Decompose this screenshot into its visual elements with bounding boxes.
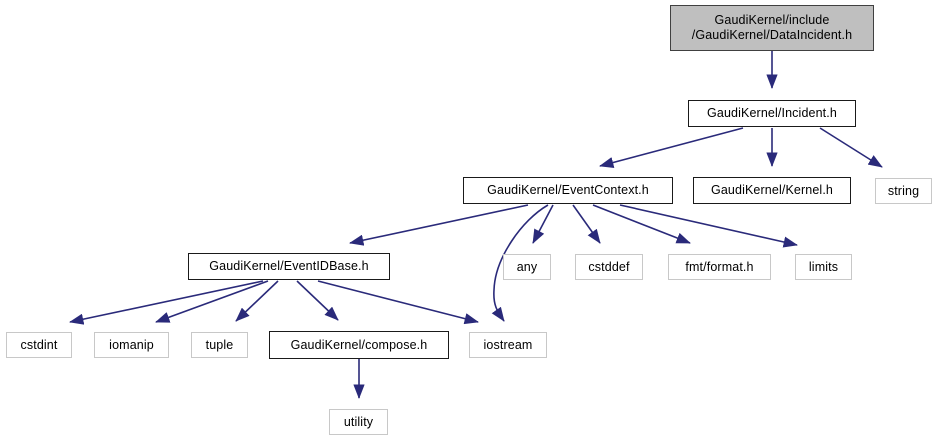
node-label-limits: limits <box>808 259 839 274</box>
node-label-tuple: tuple <box>205 337 234 352</box>
edge-eventcontext-to-limits <box>619 204 798 248</box>
edge-eventcontext-to-any <box>532 204 554 244</box>
edge-eventidbase-to-compose <box>296 280 339 321</box>
node-label-iostream: iostream <box>483 337 533 352</box>
node-label-string: string <box>887 183 920 198</box>
node-iomanip[interactable]: iomanip <box>94 332 169 358</box>
node-limits[interactable]: limits <box>795 254 852 280</box>
node-label-iomanip: iomanip <box>109 337 154 352</box>
edge-incident-to-eventcontext <box>599 127 744 168</box>
node-string[interactable]: string <box>875 178 932 204</box>
node-eventidbase[interactable]: GaudiKernel/EventIDBase.h <box>188 253 390 280</box>
node-fmtformat[interactable]: fmt/format.h <box>668 254 771 280</box>
node-iostream[interactable]: iostream <box>469 332 547 358</box>
edge-eventcontext-to-eventidbase <box>349 204 529 246</box>
node-utility[interactable]: utility <box>329 409 388 435</box>
edge-incident-to-string <box>819 127 883 168</box>
node-label-eventcontext: GaudiKernel/EventContext.h <box>487 183 649 197</box>
node-label-incident: GaudiKernel/Incident.h <box>707 106 837 120</box>
node-label-dataincident: GaudiKernel/include /GaudiKernel/DataInc… <box>691 13 853 42</box>
node-tuple[interactable]: tuple <box>191 332 248 358</box>
edge-eventcontext-to-cstddef <box>572 204 601 244</box>
node-label-any: any <box>516 259 538 274</box>
node-label-kernel: GaudiKernel/Kernel.h <box>710 183 834 197</box>
node-kernel[interactable]: GaudiKernel/Kernel.h <box>693 177 851 204</box>
node-label-utility: utility <box>343 414 374 429</box>
node-eventcontext[interactable]: GaudiKernel/EventContext.h <box>463 177 673 204</box>
node-compose[interactable]: GaudiKernel/compose.h <box>269 331 449 359</box>
node-label-cstdint: cstdint <box>20 337 58 352</box>
edge-eventidbase-to-iomanip <box>155 280 269 323</box>
node-incident[interactable]: GaudiKernel/Incident.h <box>688 100 856 127</box>
node-label-fmtformat: fmt/format.h <box>685 259 754 274</box>
node-cstdint[interactable]: cstdint <box>6 332 72 358</box>
edge-eventcontext-to-fmtformat <box>592 204 691 244</box>
node-cstddef[interactable]: cstddef <box>575 254 643 280</box>
node-dataincident: GaudiKernel/include /GaudiKernel/DataInc… <box>670 5 874 51</box>
edge-eventidbase-to-cstdint <box>69 280 264 325</box>
node-any[interactable]: any <box>503 254 551 280</box>
edge-eventidbase-to-iostream <box>317 280 479 325</box>
node-label-eventidbase: GaudiKernel/EventIDBase.h <box>209 259 369 273</box>
node-label-cstddef: cstddef <box>588 259 630 274</box>
node-label-compose: GaudiKernel/compose.h <box>290 337 428 352</box>
edge-eventidbase-to-tuple <box>235 280 279 322</box>
